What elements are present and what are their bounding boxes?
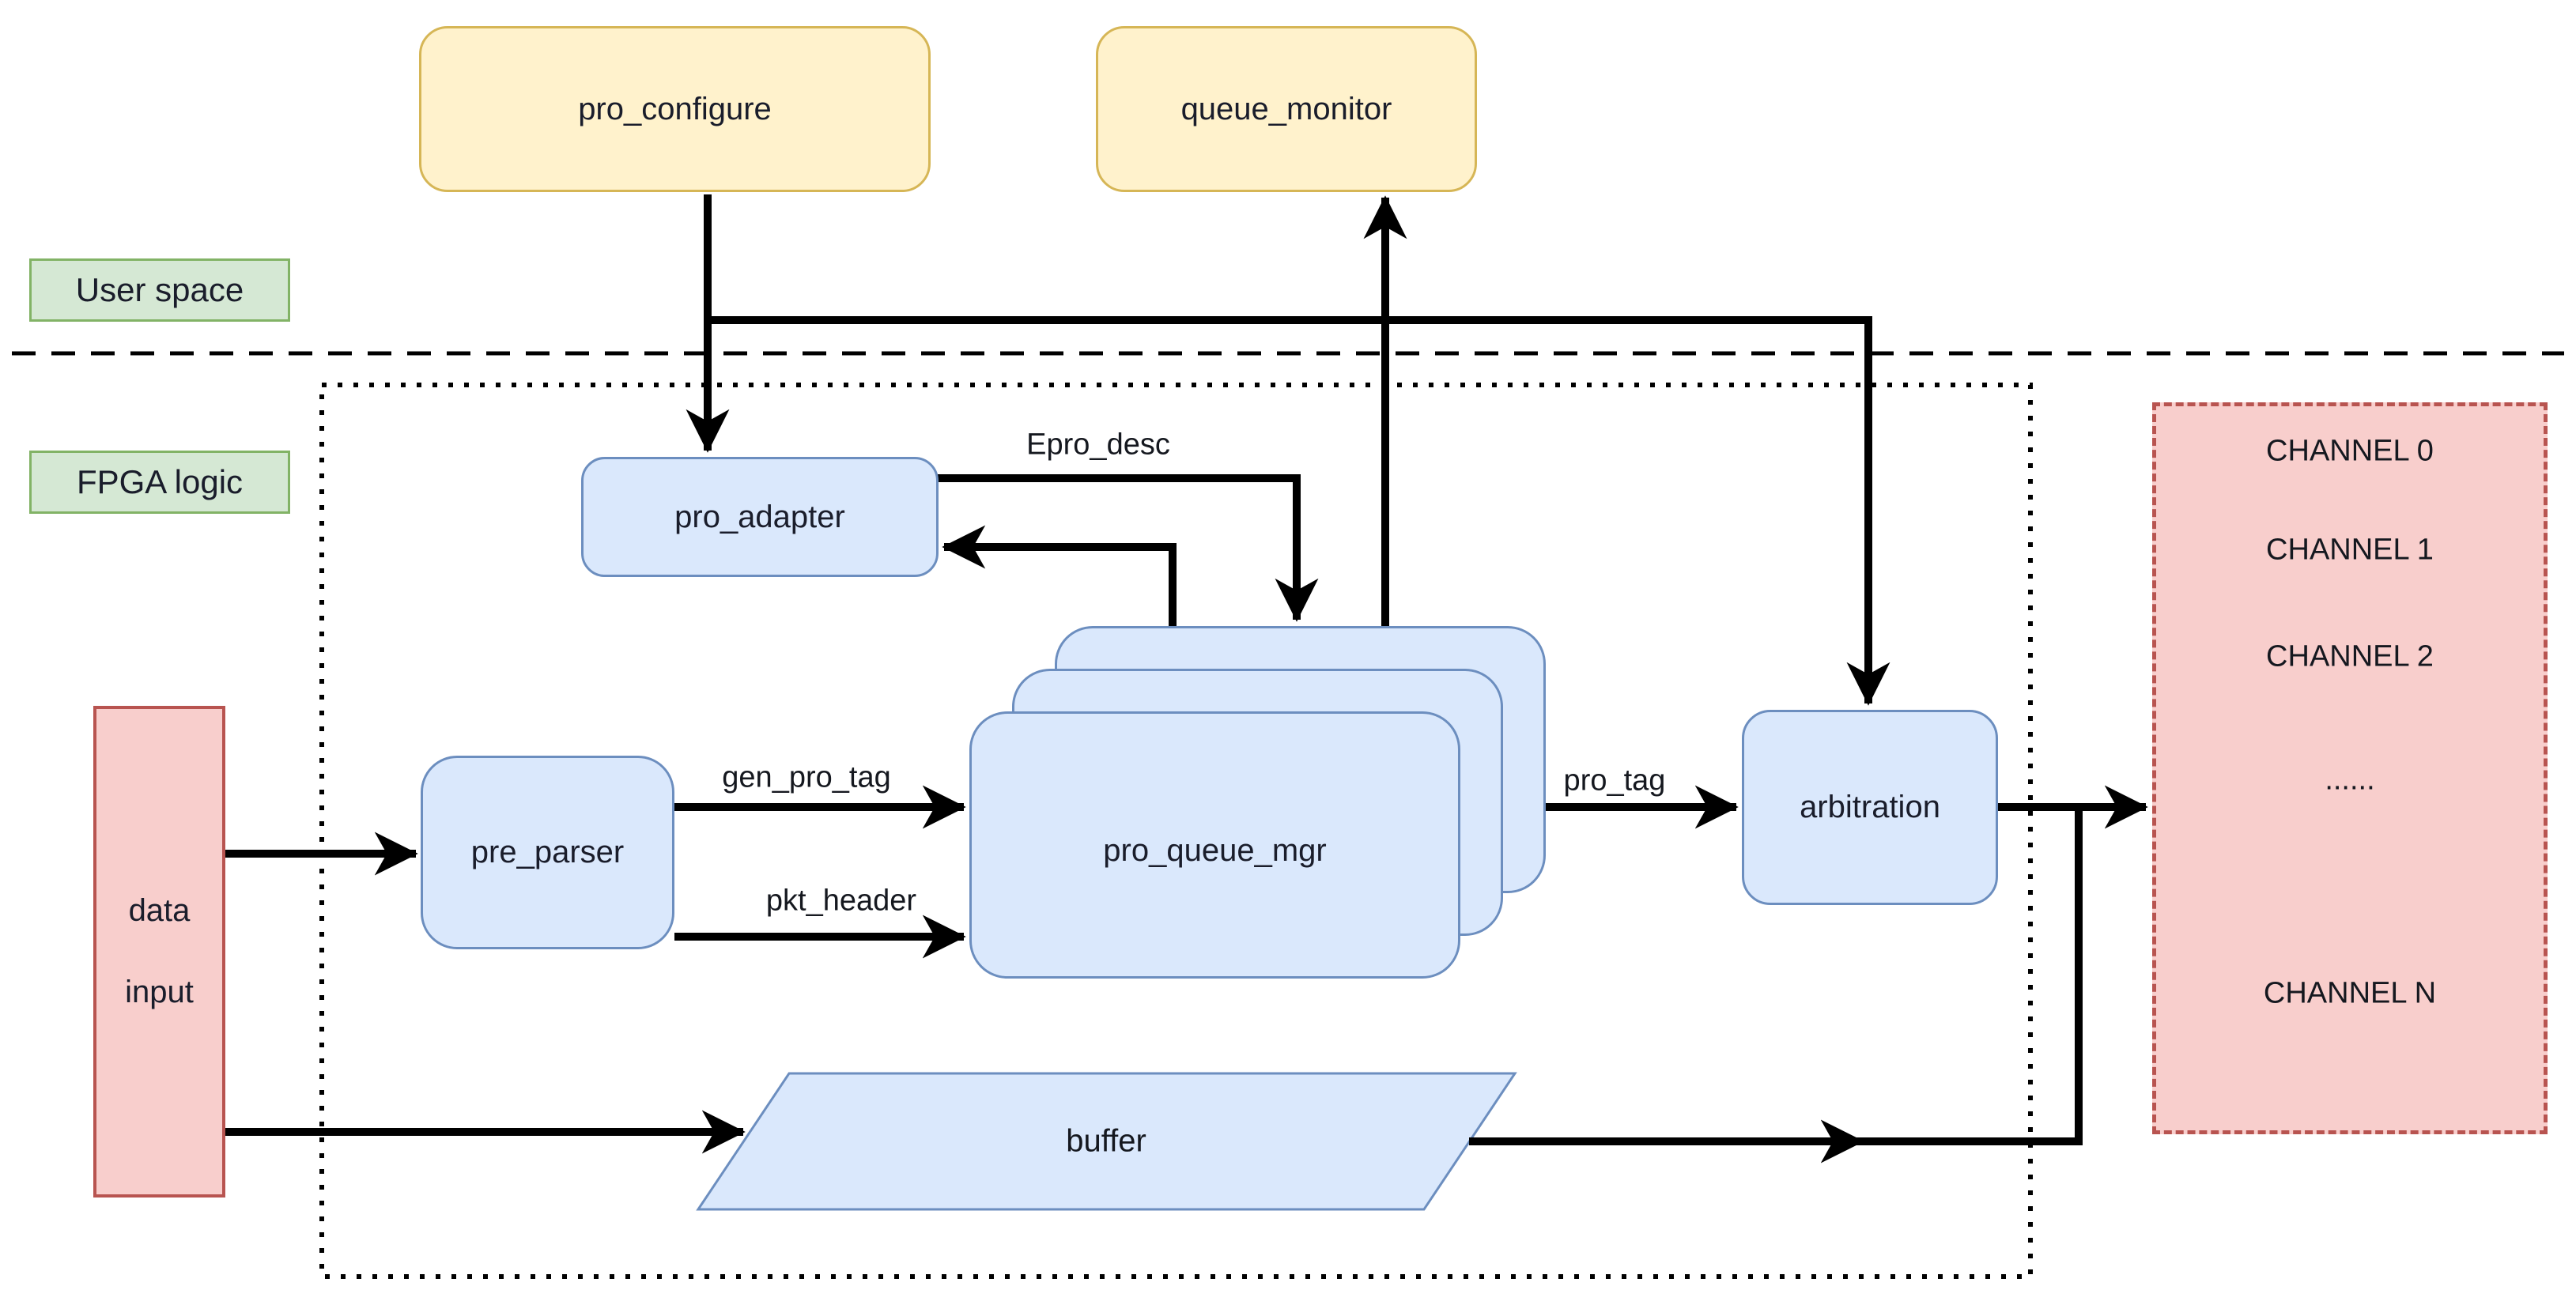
node-pro-queue-mgr: pro_queue_mgr [969,711,1460,979]
pro-queue-mgr-label: pro_queue_mgr [1103,832,1327,868]
fpga-logic-text: FPGA logic [76,463,244,500]
node-pro-adapter: pro_adapter [581,457,939,577]
edge-queue-to-pro-adapter-return [942,525,1177,626]
buffer-shape [696,1072,1517,1211]
buffer-label: buffer [1066,1123,1146,1159]
node-data-input: data input [93,706,225,1198]
pro-configure-label: pro_configure [578,91,772,126]
data-input-label-line1: data [128,893,191,928]
edge-pro-adapter-to-queue-epro-desc [935,474,1319,622]
pro-adapter-label: pro_adapter [674,499,845,534]
edge-label-gen-pro-tag: gen_pro_tag [722,760,891,794]
pre-parser-label: pre_parser [470,835,625,869]
node-queue-monitor: queue_monitor [1096,26,1477,192]
edge-label-epro-desc: Epro_desc [1026,428,1170,462]
data-input-label-line2: input [125,975,194,1009]
channel-item-1: CHANNEL 1 [2266,533,2434,567]
channel-item-n: CHANNEL N [2263,976,2437,1010]
node-channels [2152,402,2548,1134]
edge-user-space-to-arbitration [708,316,1890,706]
arbitration-label: arbitration [1800,790,1940,824]
edge-label-pkt-header: pkt_header [765,884,917,918]
channel-item-2: CHANNEL 2 [2266,639,2434,673]
node-arbitration: arbitration [1742,710,1998,905]
channel-item-ellipsis: ...... [2325,763,2375,797]
edge-buffer-merge-to-channels [1850,803,2083,1145]
queue-monitor-label: queue_monitor [1180,91,1392,126]
node-pre-parser: pre_parser [421,756,674,949]
fpga-logic-container-dotted [319,383,2033,1279]
zone-label-fpga-logic: FPGA logic [29,451,290,514]
channel-item-0: CHANNEL 0 [2266,434,2434,468]
user-space-text: User space [75,271,244,308]
edge-label-pro-tag: pro_tag [1563,764,1666,798]
zone-label-user-space: User space [29,258,290,322]
node-pro-configure: pro_configure [419,26,931,192]
